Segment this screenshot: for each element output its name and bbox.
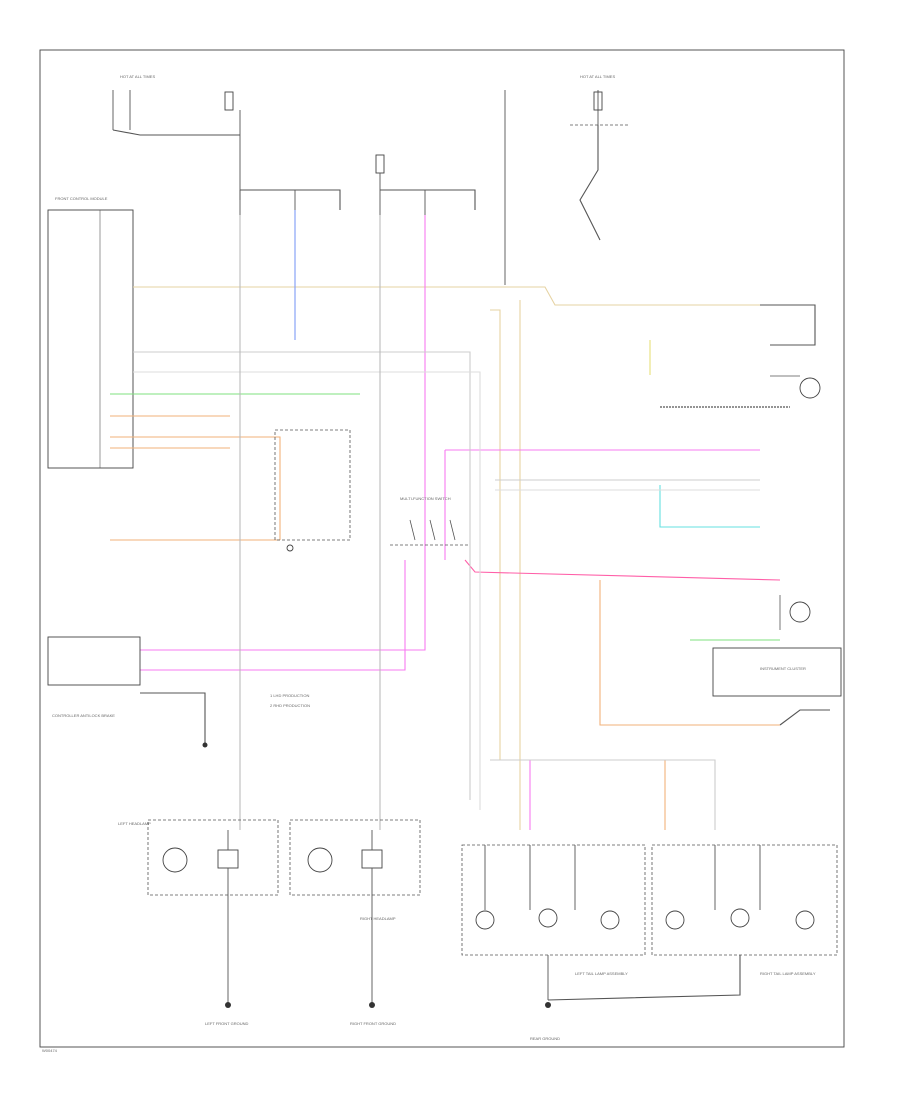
module-left-label: FRONT CONTROL MODULE <box>55 196 108 201</box>
wire-orange-2 <box>110 436 281 540</box>
wire-cyan <box>659 485 760 528</box>
left-headlamp: LEFT HEADLAMP LEFT FRONT GROUND <box>118 819 279 1026</box>
right-tail-lamp: RIGHT TAIL LAMP ASSEMBLY <box>547 844 838 1001</box>
wire-pink-center <box>140 215 426 651</box>
fuse-block-right: HOT AT ALL TIMES <box>504 74 630 285</box>
hot-at-all-times-right: HOT AT ALL TIMES <box>580 74 615 79</box>
headlamp-right-label: RIGHT HEADLAMP <box>360 916 396 921</box>
headlamp-left-label: LEFT HEADLAMP <box>118 821 151 826</box>
wire-magenta <box>464 559 781 581</box>
right-side-components: INSTRUMENT CLUSTER <box>660 304 842 726</box>
turn-switch-label: MULTI-FUNCTION SWITCH <box>400 496 451 501</box>
legend: 1 LHD PRODUCTION 2 RHD PRODUCTION <box>270 693 310 708</box>
module-left-bottom-label: CONTROLLER ANTILOCK BRAKE <box>52 713 115 718</box>
footer-code: W00474 <box>42 1048 58 1053</box>
ground-rear-label: REAR GROUND <box>530 1036 560 1041</box>
right-headlamp: RIGHT HEADLAMP RIGHT FRONT GROUND <box>289 819 421 1026</box>
wire-tan-2 <box>490 309 501 760</box>
diagram-frame <box>39 49 845 1048</box>
center-relay <box>274 429 351 552</box>
left-tail-lamp: LEFT TAIL LAMP ASSEMBLY REAR GROUND <box>461 844 646 1041</box>
front-control-module: FRONT CONTROL MODULE <box>47 196 134 469</box>
legend-line-1: 1 LHD PRODUCTION <box>270 693 309 698</box>
legend-line-2: 2 RHD PRODUCTION <box>270 703 310 708</box>
wire-pink-4 <box>140 560 406 671</box>
wire-tan-main <box>133 286 760 306</box>
fuse-block-center <box>375 154 476 215</box>
cluster-label: INSTRUMENT CLUSTER <box>760 666 806 671</box>
abs-controller: CONTROLLER ANTILOCK BRAKE <box>47 636 208 748</box>
fuse-block-left: HOT AT ALL TIMES <box>112 74 341 215</box>
ground-right-label: RIGHT FRONT GROUND <box>350 1021 396 1026</box>
tail-right-label: RIGHT TAIL LAMP ASSEMBLY <box>760 971 816 976</box>
wire-orange-5 <box>599 580 780 726</box>
tail-left-label: LEFT TAIL LAMP ASSEMBLY <box>575 971 628 976</box>
ground-left-label: LEFT FRONT GROUND <box>205 1021 249 1026</box>
multifunction-switch: MULTI-FUNCTION SWITCH <box>390 496 470 546</box>
hot-at-all-times-left: HOT AT ALL TIMES <box>120 74 155 79</box>
